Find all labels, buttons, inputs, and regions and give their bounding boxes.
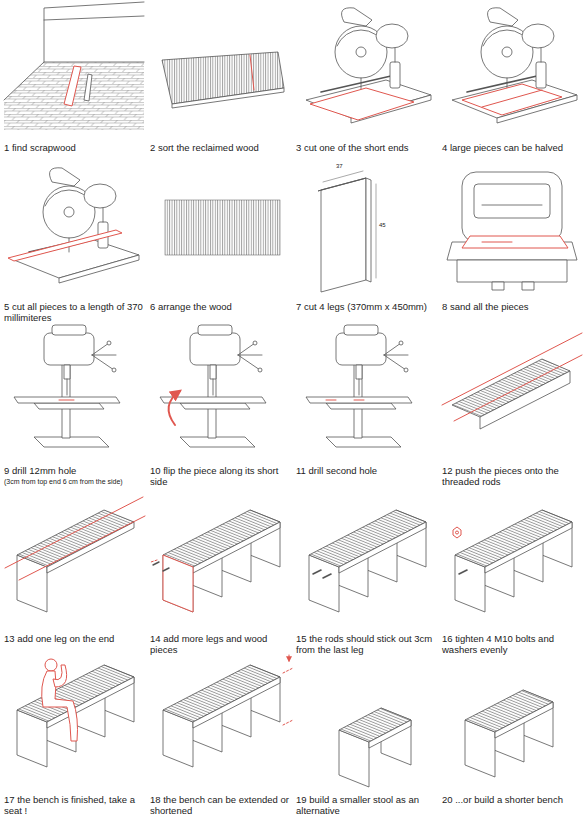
step-caption: 7 cut 4 legs (370mm x 450mm): [296, 302, 438, 313]
step-caption: 20 ...or build a shorter bench: [442, 795, 582, 806]
step-caption: 9 drill 12mm hole: [4, 466, 146, 477]
dimension-label: 37: [336, 163, 356, 170]
step-caption: 5 cut all pieces to a length of 370 mill…: [4, 302, 146, 324]
step-caption: 16 tighten 4 M10 bolts and washers evenl…: [442, 634, 582, 656]
step-caption: 17 the bench is finished, take a seat !: [4, 795, 146, 817]
step-caption: 15 the rods should stick out 3cm from th…: [296, 634, 438, 656]
step-caption: 8 sand all the pieces: [442, 302, 582, 313]
step-caption: 2 sort the reclaimed wood: [150, 143, 292, 154]
step-caption: 3 cut one of the short ends: [296, 143, 438, 154]
step-caption: 13 add one leg on the end: [4, 634, 146, 645]
step-caption: 1 find scrapwood: [4, 143, 146, 154]
step-caption: 6 arrange the wood: [150, 302, 292, 313]
dimension-label: 45: [379, 222, 399, 229]
step-caption: 11 drill second hole: [296, 466, 438, 477]
step-caption: 12 push the pieces onto the threaded rod…: [442, 466, 582, 488]
step-caption: 19 build a smaller stool as an alternati…: [296, 795, 438, 817]
step-note: (3cm from top end 6 cm from the side): [4, 478, 146, 486]
step-caption: 10 flip the piece along its short side: [150, 466, 292, 488]
step-caption: 18 the bench can be extended or shortene…: [150, 795, 292, 817]
step-caption: 4 large pieces can be halved: [442, 143, 582, 154]
step-caption: 14 add more legs and wood pieces: [150, 634, 292, 656]
